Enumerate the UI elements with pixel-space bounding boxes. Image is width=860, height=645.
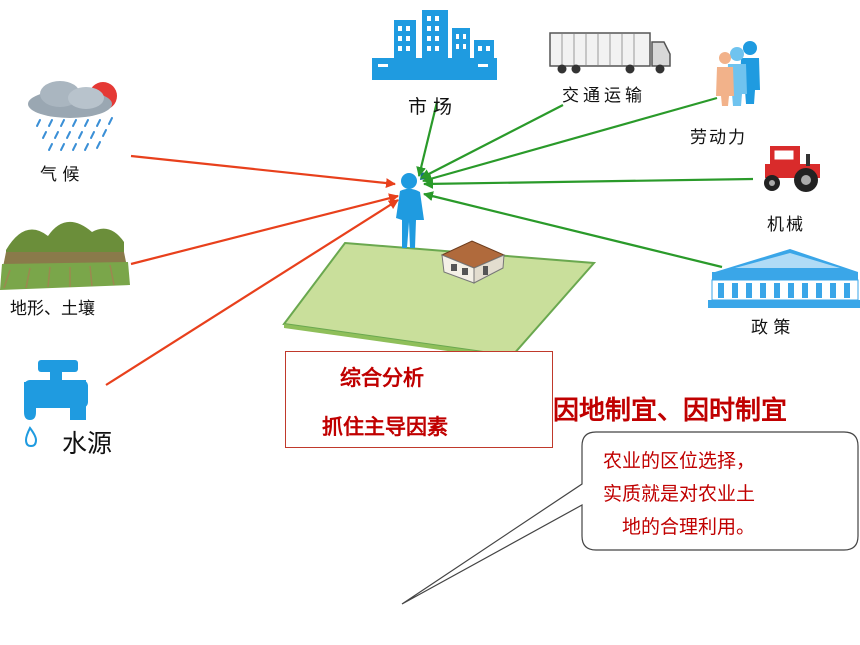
label-transport: 交通运输 [562,86,646,106]
social-factor-arrows [416,96,754,269]
weather-cloud-icon [28,81,117,151]
natural-factor-arrows [105,154,399,386]
label-terrain-soil: 地形、土壤 [10,299,95,319]
analysis-box [285,351,553,448]
arrow-policy [423,191,723,269]
callout-line-2: 实质就是对农业土 [603,483,756,505]
callout-line-1: 农业的区位选择， [603,450,756,472]
truck-icon [549,32,671,74]
workers-icon [716,41,760,106]
faucet-icon [24,360,88,448]
city-buildings-icon [372,10,497,80]
analysis-line-2: 抓住主导因素 [322,415,448,439]
arrow-terrain-soil [130,193,399,266]
label-water: 水源 [62,429,113,458]
label-climate: 气 候 [40,165,80,185]
slogan-text: 因地制宜、因时制宜 [553,396,788,426]
label-market: 市 场 [408,96,453,118]
tractor-icon [764,146,820,192]
arrow-climate [130,154,396,189]
label-labor: 劳动力 [690,128,747,148]
arrow-water [105,199,399,386]
government-building-icon [708,249,860,308]
callout-bubble [401,431,859,605]
label-machinery: 机械 [767,215,805,235]
farmland-icon [282,241,597,360]
arrow-transport [420,104,564,179]
callout-line-3: 地的合理利用。 [622,516,756,538]
landscape-terrain-icon [0,221,130,290]
label-policy: 政 策 [751,318,791,338]
arrow-machinery [423,177,754,189]
analysis-line-1: 综合分析 [340,366,424,390]
arrow-labor [422,96,718,184]
arrow-market [416,101,439,177]
farmhouse-icon [440,240,506,284]
